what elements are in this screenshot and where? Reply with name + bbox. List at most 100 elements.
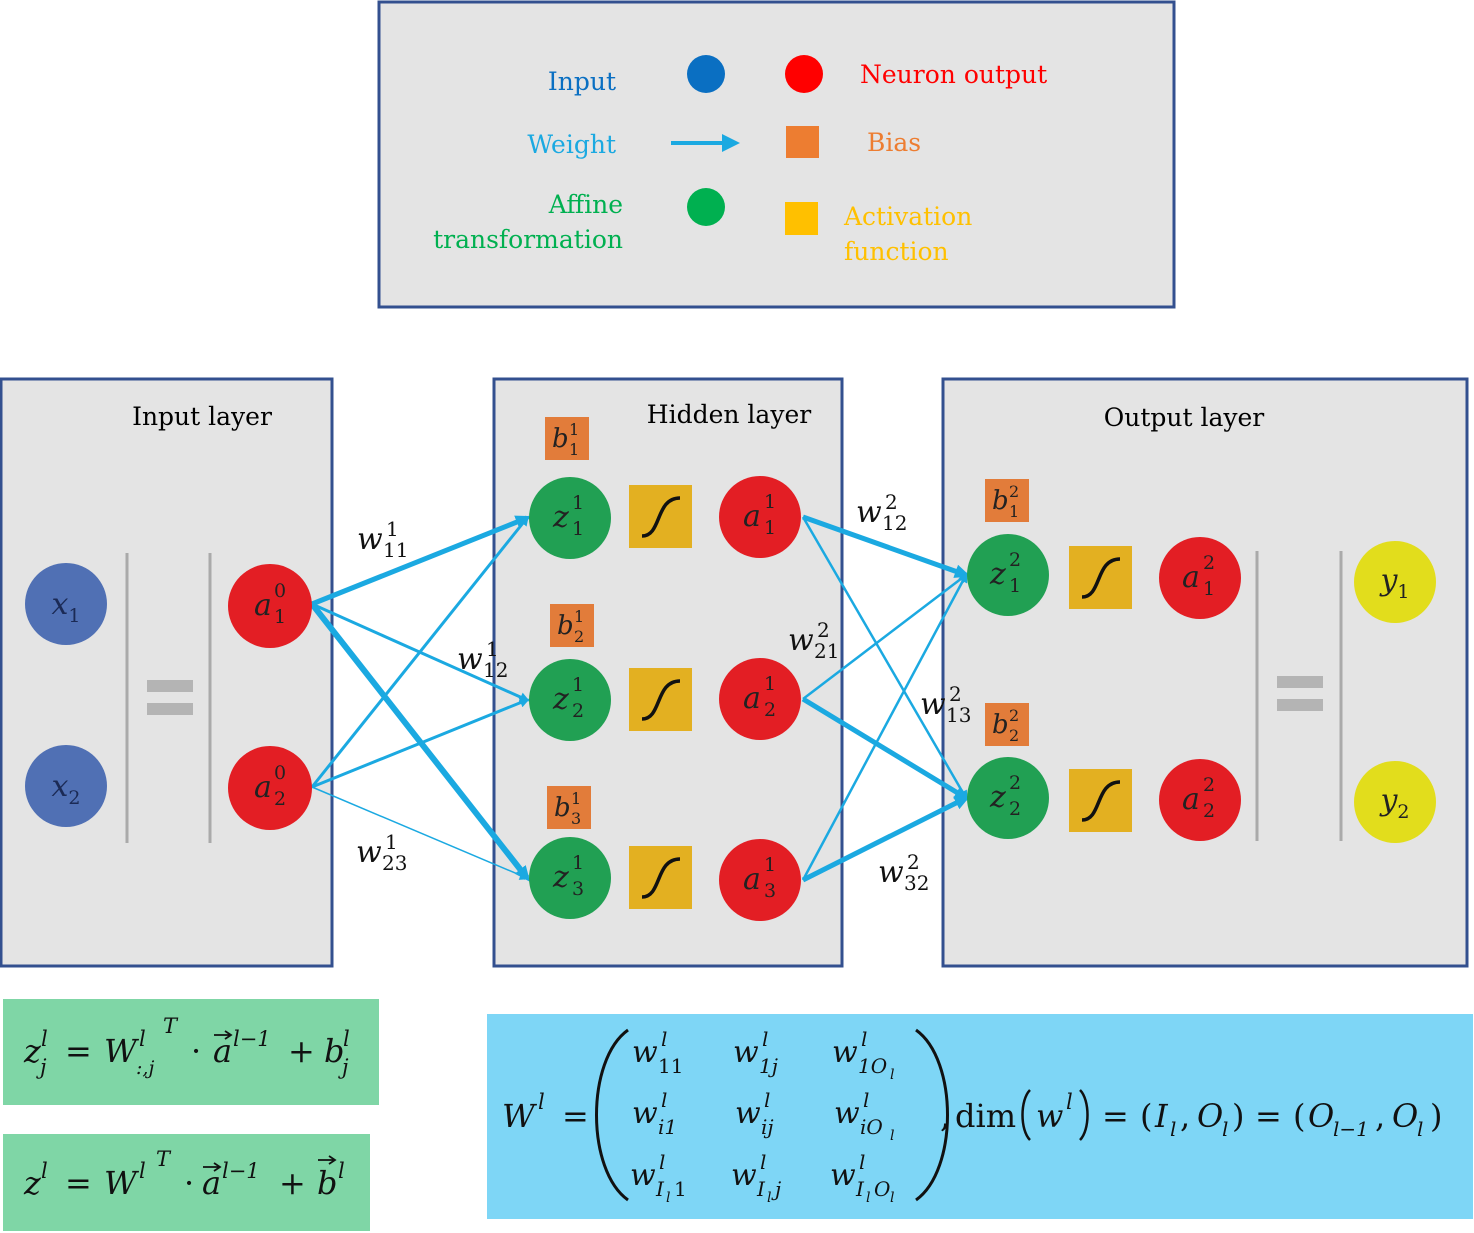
matrix-cell-1-1: w l 11: [632, 1027, 683, 1078]
right-paren-icon: [915, 1028, 949, 1202]
svg-text:1: 1: [572, 852, 584, 874]
svg-text:2: 2: [1009, 772, 1021, 794]
svg-text:13: 13: [946, 703, 971, 727]
svg-text:w: w: [830, 1158, 856, 1193]
legend-input-swatch: [687, 55, 725, 93]
bias-b2-2: b 2 2: [985, 703, 1029, 746]
svg-text:0: 0: [274, 580, 286, 602]
svg-text:2: 2: [1009, 706, 1019, 725]
weight-label-w2-32: w 2 32: [878, 850, 929, 895]
output-equals-sign: [1277, 676, 1323, 711]
svg-text:2: 2: [1203, 800, 1215, 822]
svg-text:O: O: [1197, 1097, 1223, 1135]
node-a1-1: a 1 1: [719, 476, 801, 558]
activation-box-o1: [1069, 546, 1132, 609]
edge-a13-z22: [801, 795, 971, 883]
legend-weight-label: Weight: [527, 130, 616, 159]
svg-text:l: l: [343, 1027, 350, 1051]
svg-text:b: b: [324, 1032, 344, 1070]
activation-box-o2: [1069, 769, 1132, 832]
svg-text:a: a: [743, 681, 761, 716]
node-a0-2: a 0 2: [228, 746, 312, 830]
svg-text:a: a: [213, 1032, 232, 1070]
svg-text:w: w: [632, 1096, 658, 1131]
svg-text:1: 1: [572, 492, 584, 514]
bias-b1-3: b 1 3: [547, 786, 591, 829]
svg-text:·: ·: [191, 1032, 201, 1070]
edge-a02-z12: [311, 697, 530, 789]
legend-weight-arrow-icon: [671, 134, 740, 152]
svg-text:w: w: [878, 855, 904, 890]
svg-text:z: z: [552, 860, 569, 895]
svg-text:l: l: [659, 1150, 665, 1174]
output-layer-title: Output layer: [1104, 403, 1265, 432]
legend-bias-label: Bias: [867, 128, 921, 157]
svg-text:W: W: [104, 1032, 140, 1070]
svg-text:l: l: [890, 1067, 894, 1083]
svg-text:2: 2: [1009, 726, 1019, 745]
svg-text:2: 2: [574, 627, 584, 646]
svg-text:1: 1: [274, 606, 286, 628]
svg-text:w: w: [357, 522, 383, 557]
svg-text:I: I: [855, 1177, 865, 1201]
svg-text:ij: ij: [761, 1115, 774, 1139]
formula-weight-matrix: W l = w l 11 w l 1j w l 1O l w l i1: [487, 1014, 1473, 1219]
svg-text::,j: :,j: [136, 1057, 154, 1079]
node-a2-1: a 2 1: [1159, 537, 1241, 619]
node-y1: y1: [1354, 541, 1436, 623]
legend-affine-label-2: transformation: [433, 225, 623, 254]
layer2-connections: [801, 514, 971, 883]
legend-neuron-output-swatch: [785, 55, 823, 93]
svg-text:w: w: [834, 1096, 860, 1131]
weight-label-w2-12: w 2 12: [856, 490, 907, 535]
matrix-cell-3-1: w l I l 1: [630, 1150, 687, 1206]
legend-box: [377, 0, 1176, 309]
svg-text:l: l: [666, 1190, 670, 1206]
svg-text:12: 12: [882, 511, 907, 535]
weight-label-w1-23: w 1 23: [356, 830, 407, 875]
svg-text:z: z: [989, 780, 1006, 815]
svg-text:w: w: [832, 1035, 858, 1070]
bias-b1-1: b 1 1: [545, 417, 589, 460]
svg-text:T: T: [163, 1014, 179, 1038]
svg-text:=: =: [65, 1032, 92, 1070]
svg-text:O: O: [874, 1177, 890, 1201]
svg-text:a: a: [202, 1164, 221, 1202]
svg-text:1: 1: [1009, 502, 1019, 521]
svg-text:b: b: [317, 1164, 337, 1202]
edge-a11-z21: [802, 514, 971, 578]
bias-b2-1: b 2 1: [985, 479, 1029, 522]
legend-affine-label-1: Affine: [548, 190, 623, 219]
svg-text:w: w: [1036, 1097, 1063, 1135]
svg-text:y2: y2: [1378, 783, 1409, 823]
svg-text:l: l: [890, 1128, 894, 1144]
left-paren-icon: [595, 1028, 629, 1202]
svg-text:·: ·: [184, 1164, 194, 1202]
svg-text:32: 32: [904, 871, 929, 895]
svg-text:,: ,: [1375, 1097, 1385, 1135]
node-z2-1: z 2 1: [967, 534, 1049, 616]
svg-text:b: b: [992, 486, 1009, 516]
svg-text:2: 2: [949, 682, 962, 706]
svg-text:1: 1: [1203, 578, 1215, 600]
svg-text:l: l: [760, 1150, 766, 1174]
edge-a02-z11: [310, 515, 529, 788]
svg-text:l: l: [1170, 1117, 1176, 1141]
svg-text:w: w: [735, 1096, 761, 1131]
svg-text:l: l: [863, 1088, 869, 1112]
hidden-layer-title: Hidden layer: [647, 400, 811, 429]
svg-text:W: W: [502, 1097, 538, 1135]
svg-text:z: z: [23, 1032, 42, 1070]
node-a2-2: a 2 2: [1159, 759, 1241, 841]
input-layer-title: Input layer: [132, 402, 272, 431]
edge-a13-z21: [801, 572, 968, 881]
svg-text:a: a: [743, 862, 761, 897]
matrix-cell-2-2: w l ij: [735, 1088, 774, 1139]
svg-text:21: 21: [814, 639, 839, 663]
svg-text:1: 1: [674, 1177, 687, 1201]
svg-text:1: 1: [764, 854, 776, 876]
svg-text:+: +: [279, 1164, 306, 1202]
svg-text:y1: y1: [1378, 563, 1409, 603]
svg-text:(: (: [1293, 1097, 1305, 1135]
svg-text:1: 1: [764, 491, 776, 513]
